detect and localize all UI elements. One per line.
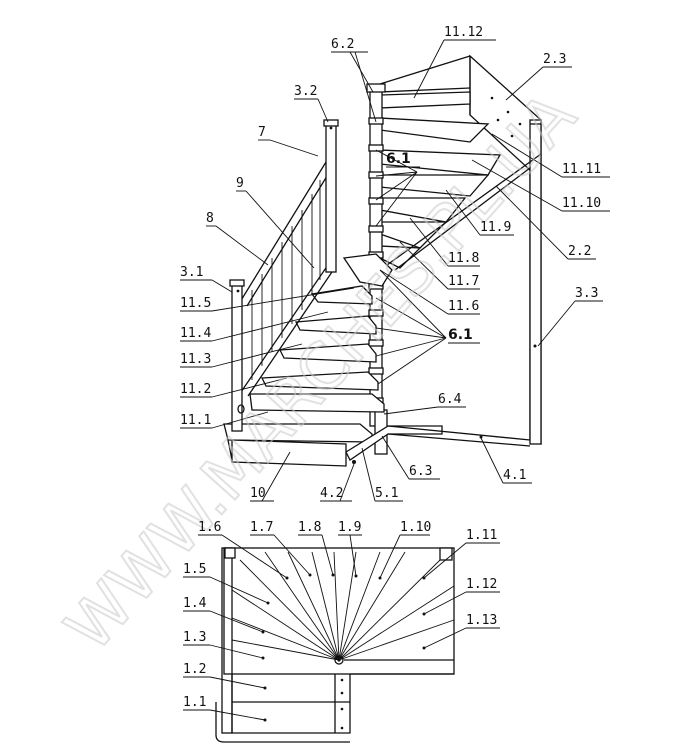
winder-landing [342,253,393,287]
plan-winder-lines [231,551,455,661]
part-label-6-2: 6.2 [331,37,354,52]
part-label-6-4: 6.4 [438,392,462,407]
plan-view [215,547,455,743]
part-label-11-4: 11.4 [180,326,211,341]
watermark: WWW.MARCHES.PL.UA [52,79,591,666]
part-label-1-7: 1.7 [250,520,273,535]
part-label-1-1: 1.1 [183,695,206,710]
rear-post [529,119,542,445]
part-label-1-10: 1.10 [400,520,431,535]
part-label-1-2: 1.2 [183,662,206,677]
part-label-1-11: 1.11 [466,528,497,543]
part-label-6-1: 6.1 [448,327,473,343]
part-label-6-3: 6.3 [409,464,432,479]
part-label-4-2: 4.2 [320,486,343,501]
part-label-3-2: 3.2 [294,84,317,99]
part-label-5-1: 5.1 [375,486,398,501]
part-label-3-1: 3.1 [180,265,203,280]
part-label-1-9: 1.9 [338,520,361,535]
part-label-1-4: 1.4 [183,596,207,611]
plan-dots [261,573,426,730]
part-label-11-11: 11.11 [562,162,601,177]
part-label-2-3: 2.3 [543,52,566,67]
part-label-8: 8 [206,211,214,226]
part-label-11-1: 11.1 [180,413,211,428]
part-label-3-3: 3.3 [575,286,598,301]
part-label-11-5: 11.5 [180,296,211,311]
part-label-11-12: 11.12 [444,25,483,40]
part-label-10: 10 [250,486,266,501]
part-label-11-2: 11.2 [180,382,211,397]
part-label-1-12: 1.12 [466,577,497,592]
part-label-1-13: 1.13 [466,613,497,628]
part-label-11-6: 11.6 [448,299,479,314]
part-labels: 6.2 11.12 2.3 3.2 7 6.1 11.11 9 11.10 8 11.9 2.2 11.… [180,25,601,710]
part-label-11-7: 11.7 [448,274,479,289]
part-label-11-8: 11.8 [448,251,479,266]
part-label-1-6: 1.6 [198,520,221,535]
part-label-4-1: 4.1 [503,468,526,483]
straight-treads [223,285,385,463]
part-label-1-5: 1.5 [183,562,206,577]
part-label-9: 9 [236,176,244,191]
part-label-11-10: 11.10 [562,196,601,211]
part-label-11-3: 11.3 [180,352,211,367]
part-label-11-9: 11.9 [480,220,511,235]
part-label-7: 7 [258,125,266,140]
part-label-6-1: 6.1 [386,151,411,167]
leader-lines [180,39,610,721]
part-label-1-3: 1.3 [183,630,206,645]
handrail-assembly [229,119,339,432]
part-label-2-2: 2.2 [568,244,591,259]
part-label-1-8: 1.8 [298,520,321,535]
